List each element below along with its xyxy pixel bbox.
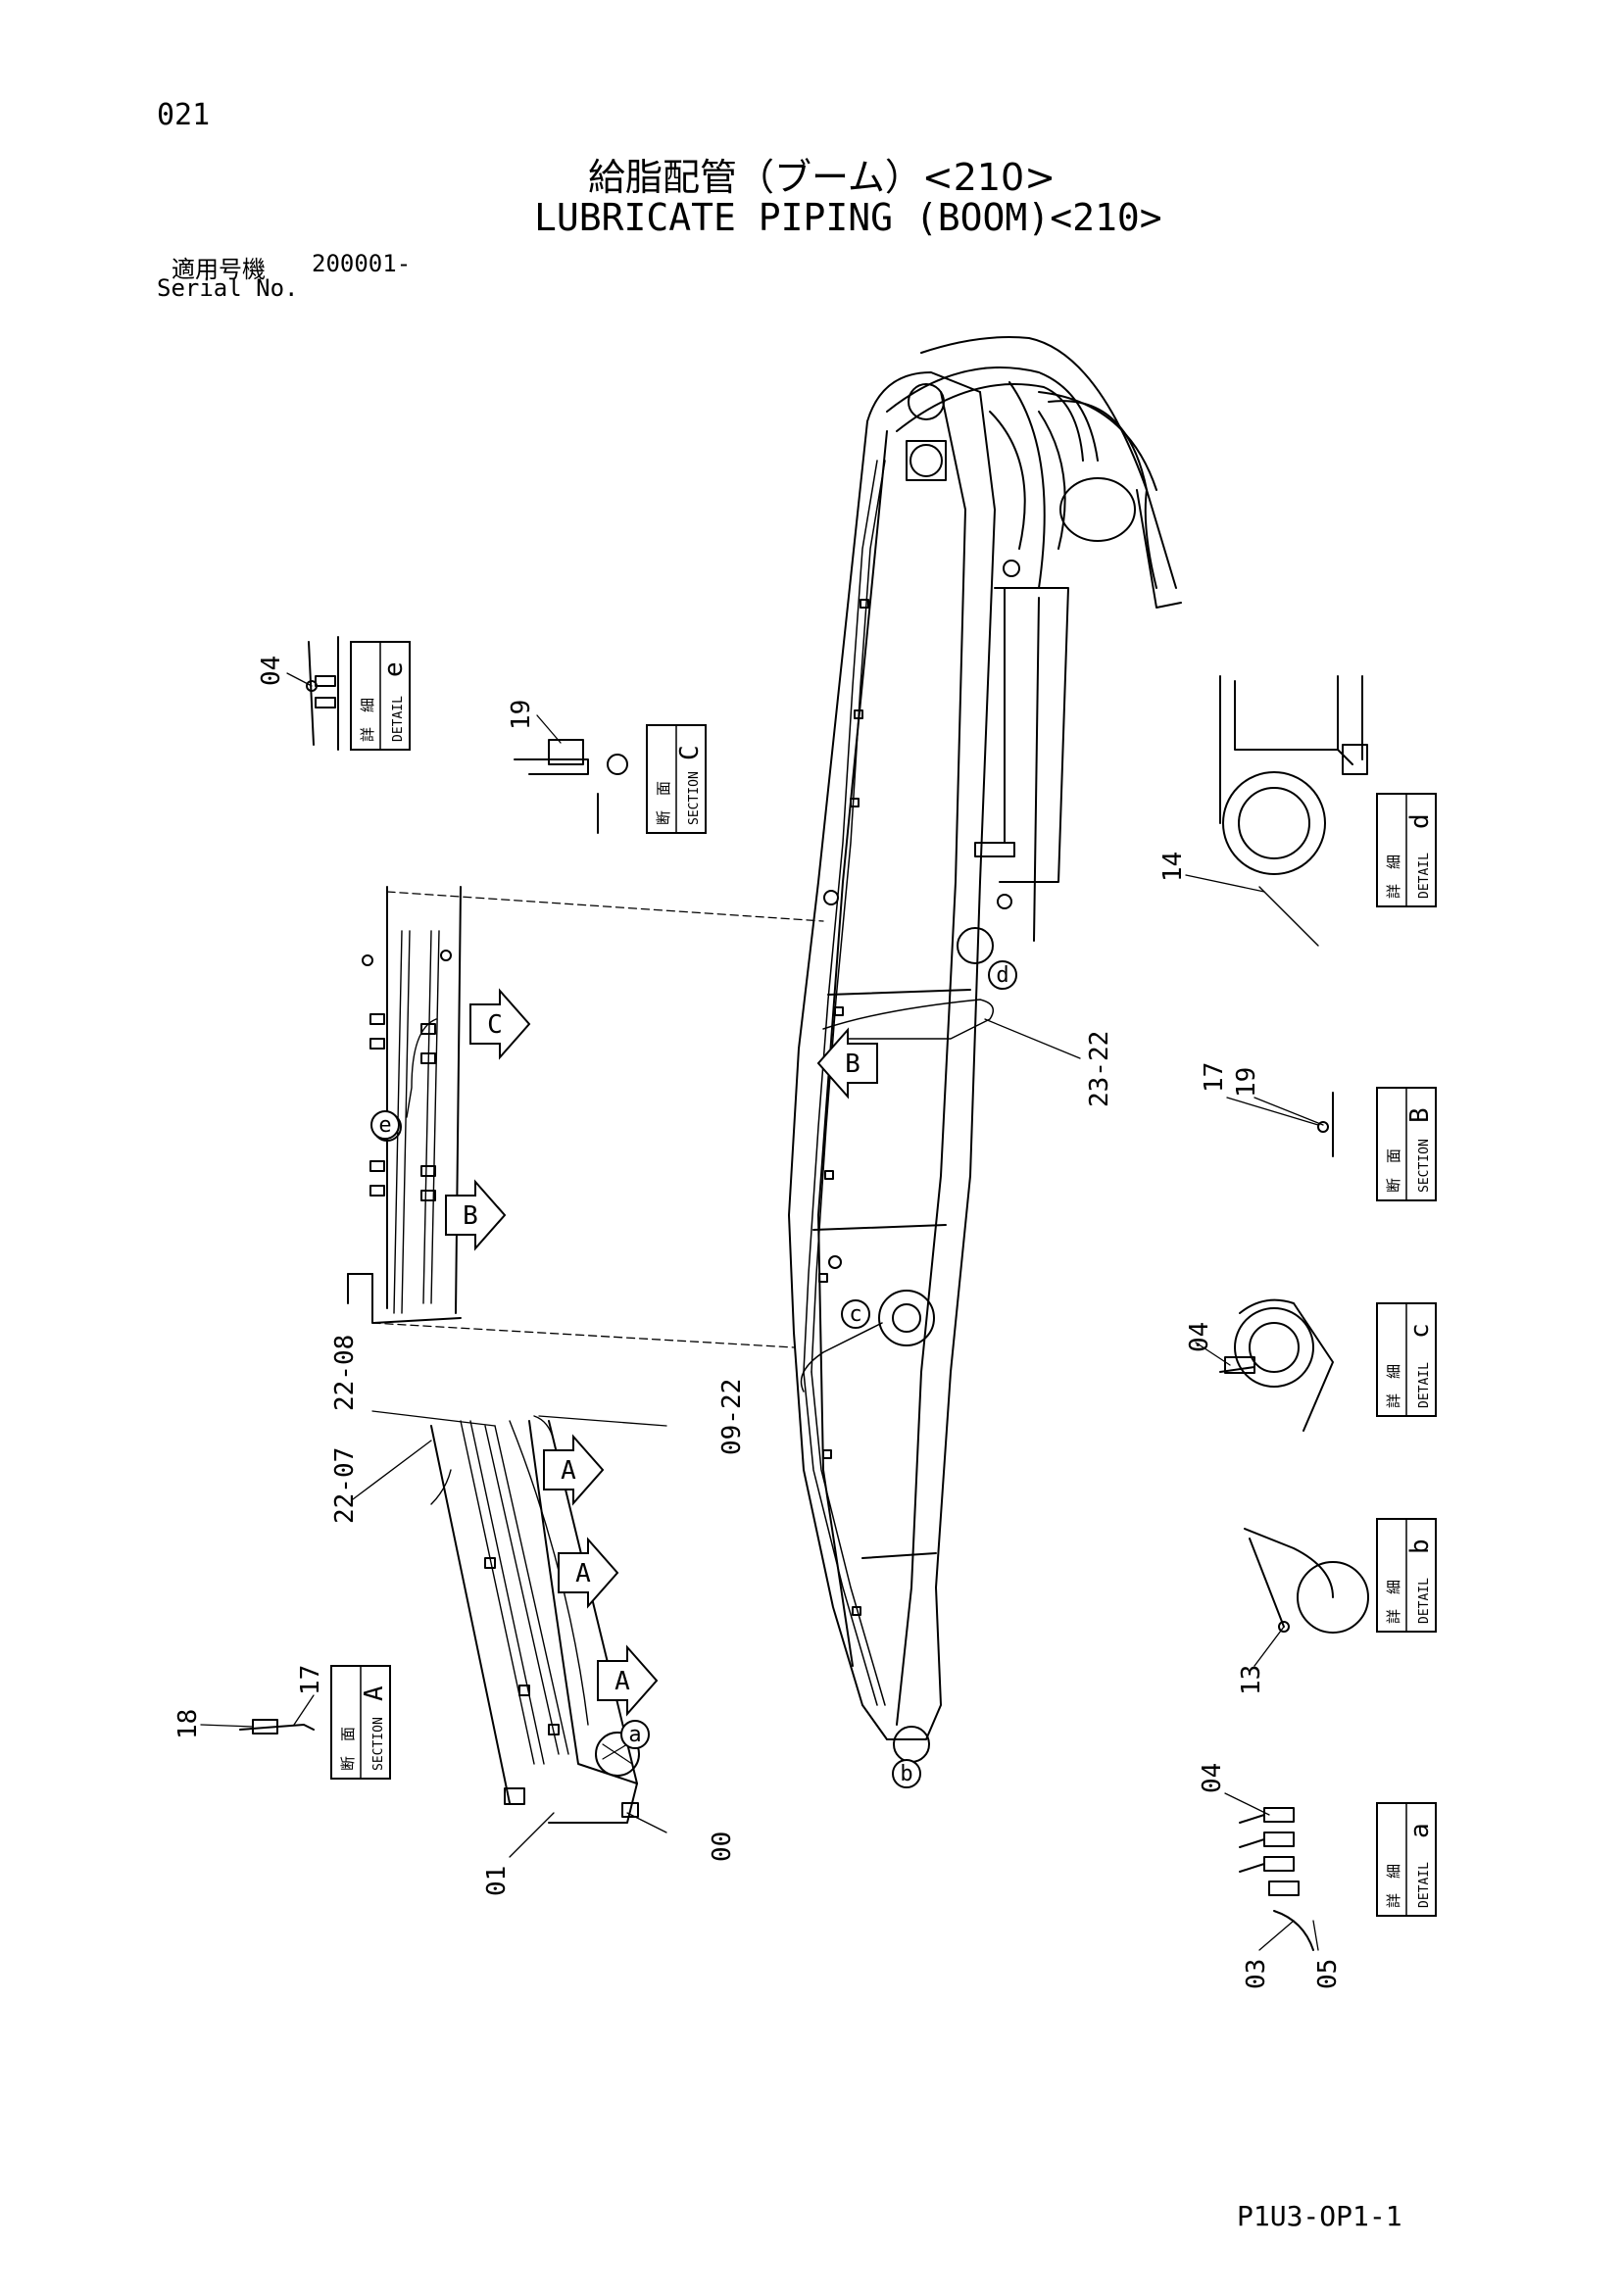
detail-ref-circle-a (620, 1720, 650, 1749)
part-callout: 04 (1185, 1322, 1214, 1352)
label-box-letter: e (379, 661, 409, 677)
label-box-english: SECTION (687, 771, 702, 825)
part-callout: 17 (1200, 1062, 1229, 1093)
detail-ref-circle-e (370, 1110, 400, 1140)
part-callout: 14 (1158, 852, 1188, 882)
part-callout: 04 (1198, 1763, 1227, 1793)
arrow-marker-label: C (487, 1010, 503, 1040)
enlarged-foot-view (430, 1415, 640, 1824)
projection-lines (371, 891, 824, 1348)
detail-a-sketch (1239, 1807, 1314, 1951)
box-section-b: 断 面 SECTION B (1376, 1087, 1437, 1201)
detail-ref-letter: a (628, 1723, 641, 1747)
title-english: LUBRICATE PIPING (BOOM)<210> (534, 196, 1162, 239)
detail-ref-circle-c (841, 1299, 870, 1329)
part-callout: 19 (1232, 1067, 1261, 1098)
detail-ref-letter: d (996, 963, 1008, 988)
label-box-japanese: 詳 細 (1385, 1364, 1402, 1408)
label-boxes: 詳 細 DETAIL e 断 面 SECTION C 詳 細 DETAIL d 断 面 SECTIO… (330, 641, 1437, 1917)
part-callout: 01 (482, 1866, 512, 1896)
box-detail-c: 詳 細 DETAIL c (1376, 1302, 1437, 1417)
label-box-english: SECTION (1417, 1139, 1432, 1193)
label-box-letter: d (1405, 813, 1435, 829)
label-box-japanese: 詳 細 (1385, 1864, 1402, 1908)
label-box-letter: B (1405, 1107, 1435, 1123)
arrow-marker-a-2 (558, 1537, 619, 1609)
box-section-c: 断 面 SECTION C (646, 724, 707, 834)
label-box-japanese: 詳 細 (1385, 1580, 1402, 1624)
arrow-marker-b-upper (816, 1027, 878, 1099)
label-box-letter: A (360, 1685, 389, 1701)
detail-ref-letter: e (378, 1113, 391, 1138)
detail-ref-letter: b (900, 1762, 912, 1786)
label-box-letter: c (1405, 1323, 1435, 1339)
section-b-sketch (1317, 1092, 1334, 1157)
leader-lines (200, 672, 1324, 1951)
page-number: 021 (157, 98, 211, 132)
part-callout: 04 (257, 656, 286, 686)
box-detail-e: 詳 細 DETAIL e (350, 641, 411, 751)
serial-label-japanese: 適用号機 (172, 256, 266, 283)
boom-outline (788, 336, 1182, 1763)
arrow-marker-a-3 (597, 1644, 659, 1717)
section-c-sketch (514, 739, 628, 834)
part-callout: 05 (1313, 1959, 1343, 1989)
label-box-japanese: 詳 細 (359, 698, 376, 742)
label-box-letter: b (1405, 1539, 1435, 1554)
part-callout: 03 (1242, 1959, 1271, 1989)
label-box-japanese: 断 面 (339, 1727, 357, 1771)
box-detail-b: 詳 細 DETAIL b (1376, 1518, 1437, 1633)
part-callout: 00 (708, 1832, 737, 1862)
title-japanese: 給脂配管（ブーム）<210> (588, 156, 1057, 199)
label-box-english: DETAIL (391, 696, 406, 742)
box-detail-a: 詳 細 DETAIL a (1376, 1802, 1437, 1917)
part-callout: 09-22 (717, 1379, 747, 1455)
box-section-a: 断 面 SECTION A (330, 1665, 391, 1780)
label-box-english: DETAIL (1417, 1862, 1432, 1908)
part-callout: 22-07 (330, 1447, 360, 1524)
arrow-marker-b-lower (445, 1179, 507, 1251)
document-code: P1U3-OP1-1 (1237, 2200, 1402, 2232)
enlarged-boom-view (347, 886, 462, 1324)
serial-number-value: 200001- (312, 250, 412, 277)
arrow-marker-label: A (575, 1559, 591, 1588)
part-callout: 18 (173, 1709, 203, 1739)
detail-e-sketch (306, 636, 339, 751)
detail-d-sketch (1219, 675, 1368, 947)
part-callout: 17 (296, 1665, 325, 1695)
arrow-marker-label: B (845, 1050, 860, 1079)
label-box-japanese: 断 面 (1385, 1148, 1402, 1193)
arrow-marker-label: B (463, 1201, 478, 1231)
label-box-letter: C (675, 745, 705, 760)
part-callout: 23-22 (1085, 1031, 1114, 1107)
arrow-marker-label: A (561, 1456, 576, 1486)
label-box-english: SECTION (371, 1717, 386, 1771)
part-callout: 13 (1237, 1665, 1266, 1695)
detail-c-sketch (1219, 1298, 1334, 1432)
label-box-english: DETAIL (1417, 1362, 1432, 1408)
label-box-english: DETAIL (1417, 1578, 1432, 1624)
arrow-marker-c (469, 988, 531, 1060)
arrow-marker-label: A (614, 1667, 630, 1696)
label-box-japanese: 詳 細 (1385, 855, 1402, 899)
detail-b-sketch (1244, 1528, 1369, 1634)
arrow-marker-a-1 (543, 1434, 605, 1506)
label-box-letter: a (1405, 1823, 1435, 1838)
label-box-english: DETAIL (1417, 853, 1432, 899)
label-box-japanese: 断 面 (655, 781, 672, 825)
detail-ref-letter: c (849, 1302, 861, 1327)
box-detail-d: 詳 細 DETAIL d (1376, 793, 1437, 907)
detail-ref-circle-d (988, 960, 1017, 990)
detail-ref-circle-b (892, 1759, 921, 1788)
serial-label-english: Serial No. (157, 274, 299, 302)
part-callout: 22-08 (330, 1335, 360, 1411)
part-callout: 19 (507, 700, 536, 730)
